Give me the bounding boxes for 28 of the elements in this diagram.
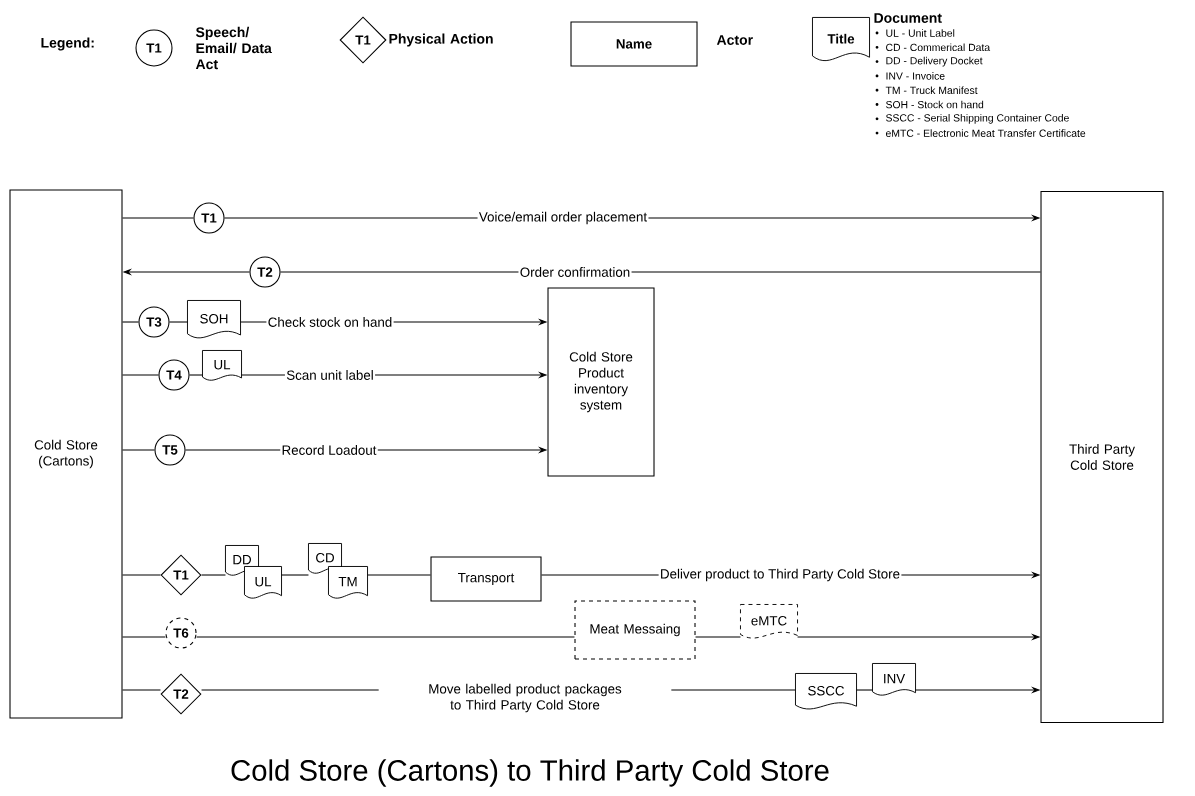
legend-text: Physical Action — [389, 33, 493, 47]
list-item: CD - Commerical Data — [875, 43, 991, 52]
legend-text: Actor — [716, 35, 753, 45]
transport-box: Transport — [430, 556, 542, 602]
edge-label: Check stock on hand — [266, 315, 394, 329]
edge-label: Deliver product to Third Party Cold Store — [658, 567, 902, 583]
edge-label: Voice/email order placement — [477, 210, 649, 226]
edge-label: Move labelled product packages to Third Party Cold Store — [378, 682, 672, 714]
legend-text: Speech/ Email/ Data Act — [195, 26, 272, 70]
legend-box: Name — [570, 21, 698, 67]
edge-label: Record Loadout — [280, 443, 378, 457]
legend-document: Title — [812, 17, 870, 62]
legend-text: Document — [874, 13, 942, 23]
edge-label: Scan unit label — [284, 368, 376, 382]
actor-box: Third Party Cold Store — [1040, 190, 1164, 724]
diagram-title: Cold Store (Cartons) to Third Party Cold Store — [231, 759, 829, 787]
list-item: DD - Delivery Docket — [875, 56, 983, 67]
system-box: Cold Store Product inventory system — [547, 287, 655, 477]
list-item: TM - Truck Manifest — [875, 86, 978, 94]
legend-heading: Legend: — [41, 37, 94, 51]
list-item: SSCC - Serial Shipping Container Code — [875, 113, 1069, 124]
system-box: Meat Messaing — [574, 600, 696, 660]
list-item: INV - Invoice — [875, 72, 945, 80]
actor-box: Cold Store (Cartons) — [9, 189, 123, 719]
edge-label: Order confirmation — [518, 265, 632, 279]
list-item: UL - Unit Label — [875, 29, 955, 37]
list-item: SOH - Stock on hand — [875, 100, 984, 109]
list-item: eMTC - Electronic Meat Transfer Certificate — [875, 129, 1086, 137]
